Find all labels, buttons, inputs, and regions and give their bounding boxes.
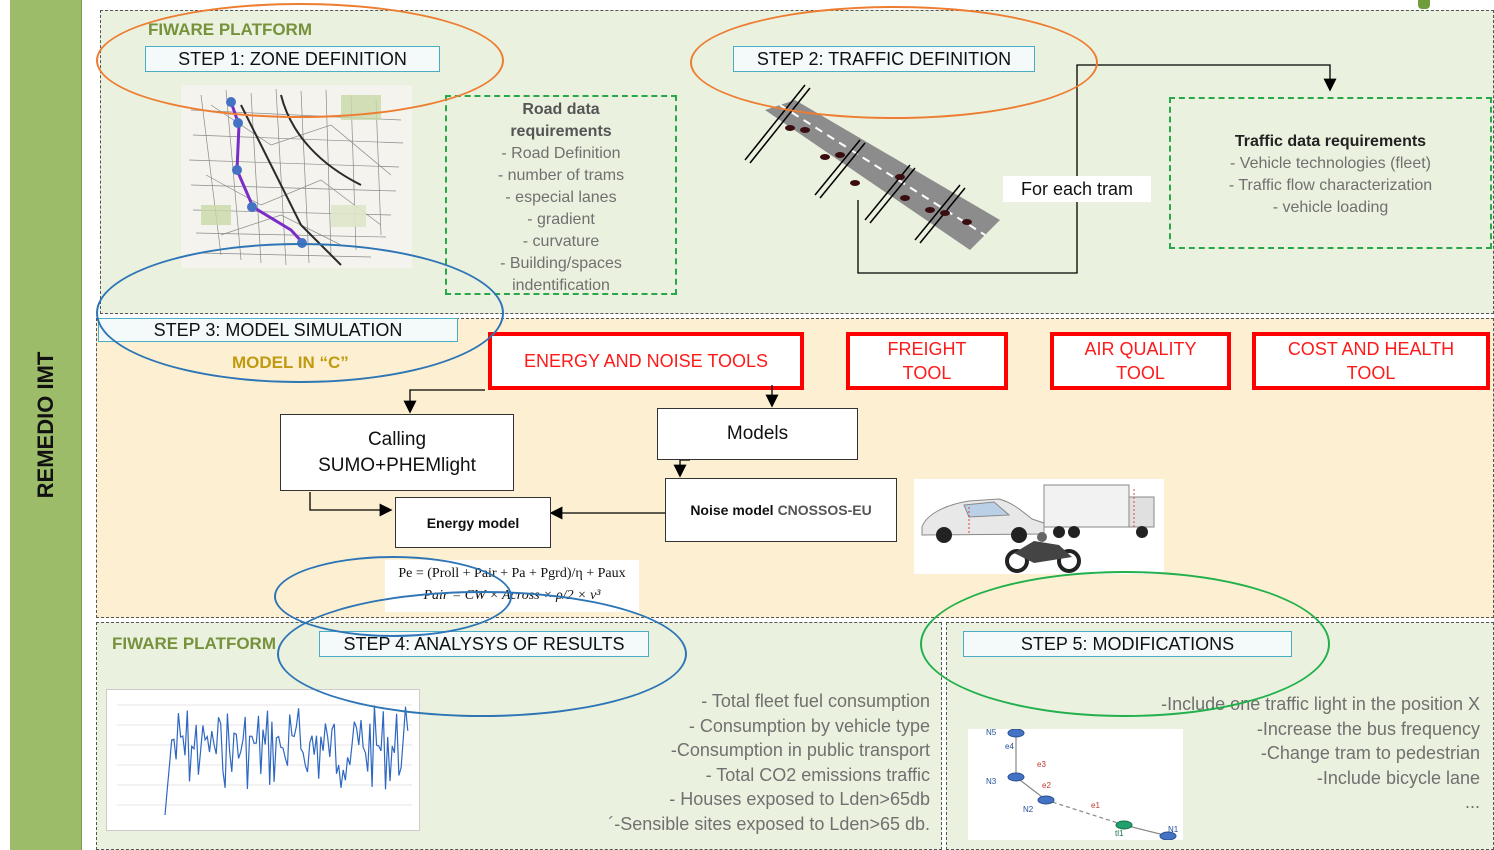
traffic-req-item: - vehicle loading <box>1272 199 1389 216</box>
results-chart <box>106 689 420 831</box>
node-label-n1: N1 <box>1168 825 1179 834</box>
calling-sumo-box: Calling SUMO+PHEMlight <box>280 414 514 491</box>
edge-label-e1: e1 <box>1091 801 1100 810</box>
models-box: Models <box>657 408 858 460</box>
road-req-item: - curvature <box>522 233 600 250</box>
highlight-ellipse-step1 <box>96 3 504 118</box>
energy-model-label: Energy model <box>426 514 520 531</box>
air-quality-tool-line2: TOOL <box>1116 363 1165 383</box>
road-req-item: indentification <box>512 277 610 294</box>
for-each-tram-label: For each tram <box>1003 176 1151 202</box>
calling-line2: SUMO+PHEMlight <box>318 454 476 476</box>
sidebar: REMEDIO IMT <box>10 0 82 850</box>
edge-label-e3: e3 <box>1037 760 1046 769</box>
freight-tool-line2: TOOL <box>902 363 952 383</box>
models-arrow <box>765 385 779 408</box>
modification-item: -Change tram to pedestrian <box>1260 743 1480 763</box>
modification-item: -Include bicycle lane <box>1316 767 1480 788</box>
highlight-ellipse-step5 <box>920 571 1330 717</box>
noise-model-box: Noise model CNOSSOS-EU <box>665 478 897 542</box>
corner-tab <box>1418 0 1430 9</box>
results-item: ´-Sensible sites exposed to Lden>65 db. <box>608 813 930 834</box>
node-label-n3: N3 <box>986 777 997 786</box>
road-segment-diagram <box>744 64 1337 274</box>
road-req-item: - especial lanes <box>505 189 617 206</box>
vehicles-image <box>914 479 1164 574</box>
energy-model-box: Energy model <box>395 497 551 548</box>
results-item: -Consumption in public transport <box>670 740 930 760</box>
results-chart-svg <box>117 704 412 816</box>
modification-item: ... <box>1464 792 1480 812</box>
edge-label-e4: e4 <box>1005 742 1014 751</box>
traffic-req-item: - Traffic flow characterization <box>1228 177 1433 194</box>
cost-health-tool-line2: TOOL <box>1346 363 1396 383</box>
traffic-data-requirements: Traffic data requirements - Vehicle tech… <box>1169 97 1492 249</box>
traffic-req-item: - Vehicle technologies (fleet) <box>1230 155 1431 172</box>
network-graph: N5 N3 N2 N1 e4 e3 e2 e1 tl1 <box>968 728 1183 841</box>
road-req-item: - gradient <box>527 211 595 228</box>
calling-line1: Calling <box>367 428 427 450</box>
traffic-req-title: Traffic data requirements <box>1234 133 1427 150</box>
freight-tool-line1: FREIGHT <box>887 339 967 359</box>
road-req-title-2: requirements <box>510 123 612 140</box>
noise-model-name: CNOSSOS-EU <box>777 502 872 518</box>
results-item: - Houses exposed to Lden>65db <box>669 789 930 809</box>
highlight-ellipse-step2 <box>690 6 1098 119</box>
results-item: - Consumption by vehicle type <box>688 715 930 736</box>
air-quality-tool-line1: AIR QUALITY <box>1084 339 1197 359</box>
road-req-item: - Building/spaces <box>500 255 622 272</box>
node-label-n2: N2 <box>1023 805 1034 814</box>
energy-noise-tools-label: ENERGY AND NOISE TOOLS <box>523 351 769 371</box>
freight-tool: FREIGHT TOOL <box>846 332 1008 390</box>
edge-label-e2: e2 <box>1042 781 1051 790</box>
node-label-tl1: tl1 <box>1115 829 1124 838</box>
results-list: - Total fleet fuel consumption - Consump… <box>560 689 930 836</box>
energy-noise-tools: ENERGY AND NOISE TOOLS <box>488 332 804 390</box>
air-quality-tool: AIR QUALITY TOOL <box>1050 332 1231 390</box>
highlight-ellipse-step3 <box>96 243 504 383</box>
cost-health-tool: COST AND HEALTH TOOL <box>1252 332 1490 390</box>
road-data-requirements: Road data requirements - Road Definition… <box>445 95 677 295</box>
sidebar-title: REMEDIO IMT <box>33 351 58 499</box>
node-label-n5: N5 <box>986 729 997 737</box>
road-req-item: - Road Definition <box>501 145 621 162</box>
road-req-title-1: Road data <box>522 101 600 118</box>
fiware-label-bottom: FIWARE PLATFORM <box>112 634 276 653</box>
results-item: - Total CO2 emissions traffic <box>705 764 930 785</box>
noise-model-label: Noise model <box>690 502 774 518</box>
models-label: Models <box>726 423 789 444</box>
cost-health-tool-line1: COST AND HEALTH <box>1287 339 1455 359</box>
results-item: - Total fleet fuel consumption <box>701 691 930 711</box>
modification-item: -Increase the bus frequency <box>1256 718 1480 739</box>
road-req-item: - number of trams <box>497 167 625 184</box>
highlight-ellipse-step4 <box>277 591 687 717</box>
